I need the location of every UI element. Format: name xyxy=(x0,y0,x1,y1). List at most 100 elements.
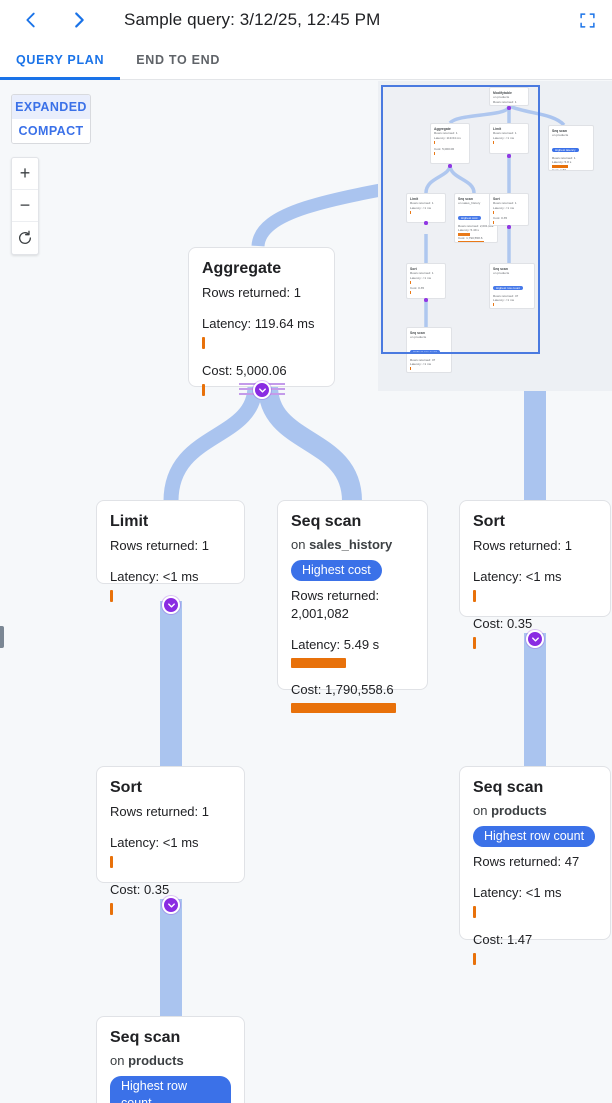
minimap-latency-bar xyxy=(410,367,411,371)
aggregate-collapse-toggle[interactable] xyxy=(253,381,271,399)
plan-node-seq-scan-products-right[interactable]: Seq scan on products Highest row count R… xyxy=(459,766,611,965)
display-mode-group: EXPANDED COMPACT xyxy=(11,94,91,144)
zoom-reset-button[interactable] xyxy=(12,222,38,254)
minimap-node: Limit Rows returned: 1 Latency: <1 ms xyxy=(489,123,529,154)
minimap-latency-bar xyxy=(410,280,411,284)
cost-bar xyxy=(291,703,396,713)
latency-bar xyxy=(473,906,476,918)
minimap-node-line: Latency: 5.49 s xyxy=(458,227,479,232)
minimap-node-line: Rows returned: 1 xyxy=(434,131,458,136)
node-cost: Cost: 1,790,558.6 xyxy=(291,682,394,697)
node-relation-table: products xyxy=(491,803,547,818)
status-badge-highest-row-count: Highest row count xyxy=(110,1076,231,1103)
minimap-toggle-dot xyxy=(424,298,428,302)
mode-expanded-button[interactable]: EXPANDED xyxy=(12,95,90,120)
minimap-node: Limit Rows returned: 1 Latency: <1 ms xyxy=(406,193,446,223)
minimap-latency-bar xyxy=(434,140,435,144)
tab-end-to-end[interactable]: END TO END xyxy=(120,40,236,79)
chevron-left-icon xyxy=(26,12,35,28)
node-relation: on sales_history xyxy=(291,535,414,554)
node-cost: Cost: 1.47 xyxy=(473,932,533,947)
plan-canvas[interactable]: Modifytable on products Rows returned Li… xyxy=(0,81,612,1103)
minimap-cost-bar xyxy=(458,241,484,242)
minimap-node: Sort Rows returned: 1 Latency: <1 ms Cos… xyxy=(489,193,529,226)
tab-bar: QUERY PLAN END TO END xyxy=(0,40,612,80)
plan-node-aggregate[interactable]: Aggregate Rows returned: 1 Latency: 119.… xyxy=(188,247,335,396)
minimap-node-line: Cost: 1.47 xyxy=(410,372,451,373)
limit-collapse-toggle[interactable] xyxy=(162,596,180,614)
cost-bar xyxy=(110,903,113,915)
node-title: Seq scan xyxy=(110,1029,181,1046)
node-title: Sort xyxy=(473,513,505,530)
node-latency: Latency: <1 ms xyxy=(473,885,562,900)
minimap-node-line: Cost: 1.50 xyxy=(552,167,567,171)
minimap-badge: Highest cost xyxy=(458,215,481,221)
plan-node-sort-right[interactable]: Sort Rows returned: 1 Latency: <1 ms Cos… xyxy=(459,500,611,649)
node-rows-returned: Rows returned: 1 xyxy=(110,804,209,819)
cost-bar xyxy=(473,637,476,649)
status-badge-highest-row-count: Highest row count xyxy=(473,826,596,847)
sort-right-collapse-toggle[interactable] xyxy=(526,630,544,648)
page-title: Sample query: 3/12/25, 12:45 PM xyxy=(124,10,381,29)
minimap-node-line: Latency: 119.64 ms xyxy=(434,135,461,140)
mode-compact-button[interactable]: COMPACT xyxy=(12,119,90,143)
minimap-node-line: Latency: <1 ms xyxy=(493,135,515,140)
minimap-node-line: Rows returned: 1 xyxy=(493,131,517,136)
zoom-in-button[interactable]: + xyxy=(12,158,38,190)
minimap-node-line: Latency: <1 ms xyxy=(410,275,432,280)
minimap-badge: Highest latency xyxy=(552,147,579,153)
minimap-viewport[interactable] xyxy=(381,85,540,354)
minimap-latency-bar xyxy=(493,303,494,307)
node-relation: on products xyxy=(473,801,597,820)
plan-node-limit[interactable]: Limit Rows returned: 1 Latency: <1 ms xyxy=(96,500,245,602)
minimap-latency-bar xyxy=(552,165,568,168)
panel-resize-handle[interactable] xyxy=(0,626,4,648)
minimap-badge: Highest row count xyxy=(493,285,524,291)
zoom-out-button[interactable]: − xyxy=(12,190,38,222)
minimap-node-line: Rows returned: 1 xyxy=(493,201,517,206)
node-relation: on products xyxy=(110,1051,231,1070)
plan-node-seq-scan-products-bottom[interactable]: Seq scan on products Highest row count R… xyxy=(96,1016,245,1103)
node-relation-prefix: on xyxy=(473,803,492,818)
minimap-latency-bar xyxy=(458,233,470,236)
latency-bar xyxy=(473,590,476,602)
node-latency: Latency: <1 ms xyxy=(473,569,562,584)
minimap-cost-bar xyxy=(434,152,435,156)
minimap-toggle-dot xyxy=(448,164,452,168)
minimap-node: Seq scan on products Highest row count R… xyxy=(406,327,452,373)
status-badge-highest-cost: Highest cost xyxy=(291,560,382,581)
tab-query-plan-label: QUERY PLAN xyxy=(16,52,105,67)
node-title: Sort xyxy=(110,779,142,796)
minimap-toggle-dot xyxy=(507,154,511,158)
minimap-latency-bar xyxy=(410,210,411,214)
node-latency: Latency: 5.49 s xyxy=(291,637,380,652)
minimap[interactable]: Modifytable on products Rows returned: 1… xyxy=(378,81,612,391)
plan-node-seq-scan-sales-history[interactable]: Seq scan on sales_history Highest cost R… xyxy=(277,500,428,713)
app-header: Sample query: 3/12/25, 12:45 PM xyxy=(0,0,612,40)
node-title: Seq scan xyxy=(473,779,544,796)
tab-query-plan[interactable]: QUERY PLAN xyxy=(0,40,121,80)
minimap-node-line: Rows returned: 1 xyxy=(410,201,434,206)
minimap-node-line: Rows returned: 47 xyxy=(410,357,436,362)
cost-bar xyxy=(473,953,476,965)
node-relation-table: products xyxy=(128,1053,184,1068)
minimap-node: Seq scan on products Highest latency Row… xyxy=(548,125,594,171)
minimap-node-line: Rows returned: 1 xyxy=(410,271,434,276)
forward-button[interactable] xyxy=(62,3,96,37)
minimap-node-line: Rows returned: 1 xyxy=(552,155,576,160)
minimap-latency-bar xyxy=(493,140,494,144)
latency-bar xyxy=(202,337,205,349)
chevron-right-icon xyxy=(75,12,84,28)
zoom-controls: + − xyxy=(11,157,39,255)
minimap-node-title: Limit xyxy=(410,196,419,201)
plan-node-sort-left[interactable]: Sort Rows returned: 1 Latency: <1 ms Cos… xyxy=(96,766,245,915)
back-button[interactable] xyxy=(14,3,48,37)
node-rows-returned: Rows returned: 1 xyxy=(202,285,301,300)
fullscreen-button[interactable] xyxy=(574,7,600,33)
node-relation-prefix: on xyxy=(291,537,310,552)
node-latency: Latency: 119.64 ms xyxy=(202,316,315,331)
minimap-node-line: Rows returned: 1 xyxy=(493,99,517,104)
sort-left-collapse-toggle[interactable] xyxy=(162,896,180,914)
minimap-node: Seq scan on products Highest row count R… xyxy=(489,263,535,309)
minimap-node-line: Latency: <1 ms xyxy=(410,361,432,366)
